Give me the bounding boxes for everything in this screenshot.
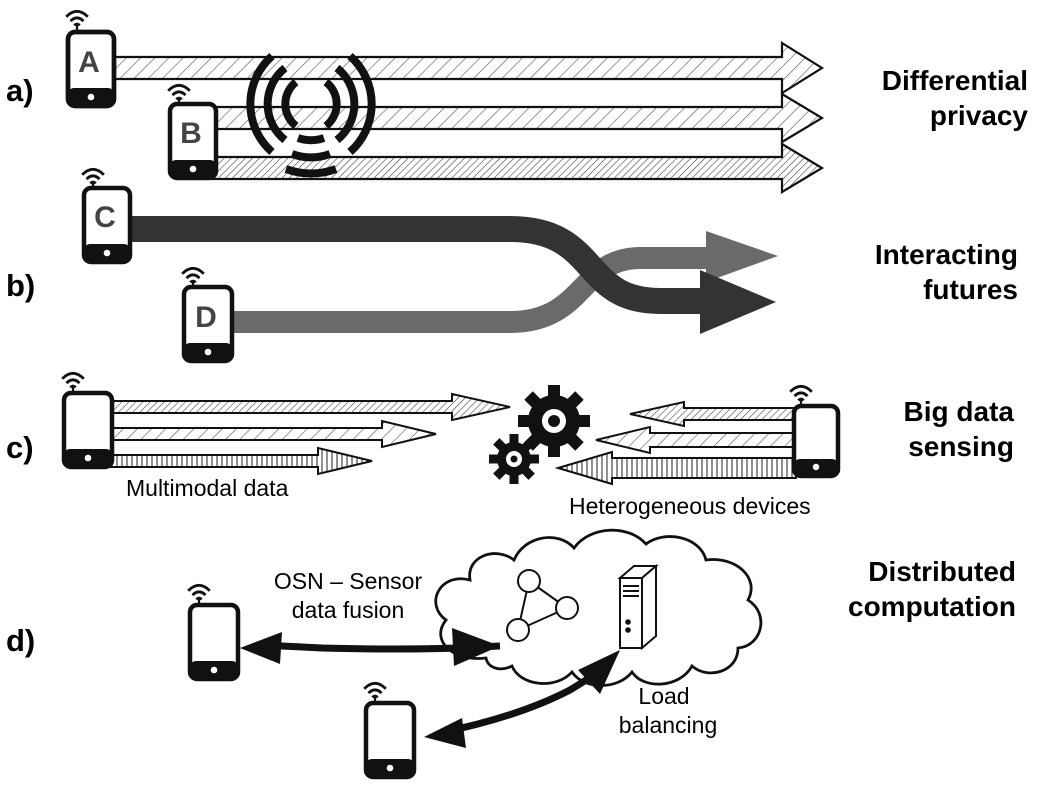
- hetero-arrow-2: [595, 425, 797, 455]
- device-d-bottom: [362, 681, 417, 780]
- row-title-d-line1: Distributed: [868, 556, 1016, 587]
- row-label-a: a): [6, 73, 34, 108]
- device-c: C: [80, 167, 133, 265]
- device-a: A: [64, 9, 117, 109]
- hetero-arrow-1: [629, 400, 797, 428]
- flow-arrow-b1: [210, 92, 825, 144]
- gear-small-icon: [489, 434, 539, 484]
- device-letter-b: B: [180, 117, 202, 150]
- row-b: b) Interacting futures C D: [6, 167, 1018, 364]
- row-d: d) Distributed computation: [6, 528, 1016, 780]
- multimodal-caption: Multimodal data: [126, 475, 289, 501]
- privacy-noise-icon: [246, 53, 376, 178]
- device-c-right: [788, 384, 841, 479]
- hetero-arrow-3: [554, 450, 797, 486]
- row-label-c: c): [6, 430, 34, 465]
- device-letter-c: C: [94, 201, 116, 234]
- row-title-d-line2: computation: [848, 591, 1016, 622]
- network-graph-icon: [506, 569, 579, 642]
- row-title-a-line2: privacy: [930, 100, 1028, 131]
- load-caption-line1: Load: [638, 683, 689, 709]
- device-c-left: [60, 371, 115, 470]
- row-title-c-line2: sensing: [908, 431, 1014, 462]
- device-d-left: [186, 583, 241, 682]
- row-title-b-line2: futures: [923, 274, 1018, 305]
- flow-d-arrowhead: [706, 231, 778, 282]
- device-letter-a: A: [78, 46, 100, 79]
- multimodal-arrow-3: [109, 446, 373, 476]
- row-a: a) Differential privacy A: [6, 9, 1028, 194]
- row-label-b: b): [6, 268, 35, 303]
- row-title-b-line1: Interacting: [875, 239, 1018, 270]
- multimodal-arrow-1: [109, 392, 511, 422]
- row-title-a-line1: Differential: [882, 65, 1028, 96]
- flow-d: [230, 247, 712, 333]
- flow-c: [130, 216, 706, 314]
- row-c: c) Big data sensing: [6, 371, 1015, 519]
- row-title-c-line1: Big data: [904, 396, 1015, 427]
- multimodal-arrow-2: [109, 419, 437, 449]
- row-label-d: d): [6, 623, 35, 658]
- server-icon: [617, 563, 659, 651]
- osn-caption-line1: OSN – Sensor: [274, 568, 423, 594]
- flow-arrow-b2: [210, 142, 825, 194]
- flow-c-arrowhead: [700, 270, 776, 334]
- load-balancing-double-arrow: [424, 650, 620, 748]
- osn-caption-line2: data fusion: [292, 597, 405, 623]
- wifi-icon: [64, 9, 90, 32]
- flow-arrow-a: [108, 41, 825, 95]
- osn-sensor-double-arrow: [240, 628, 501, 666]
- load-caption-line2: balancing: [619, 712, 717, 738]
- device-d: D: [180, 266, 235, 364]
- device-letter-d: D: [195, 301, 217, 334]
- device-b: B: [166, 83, 219, 181]
- heterogeneous-caption: Heterogeneous devices: [569, 493, 811, 519]
